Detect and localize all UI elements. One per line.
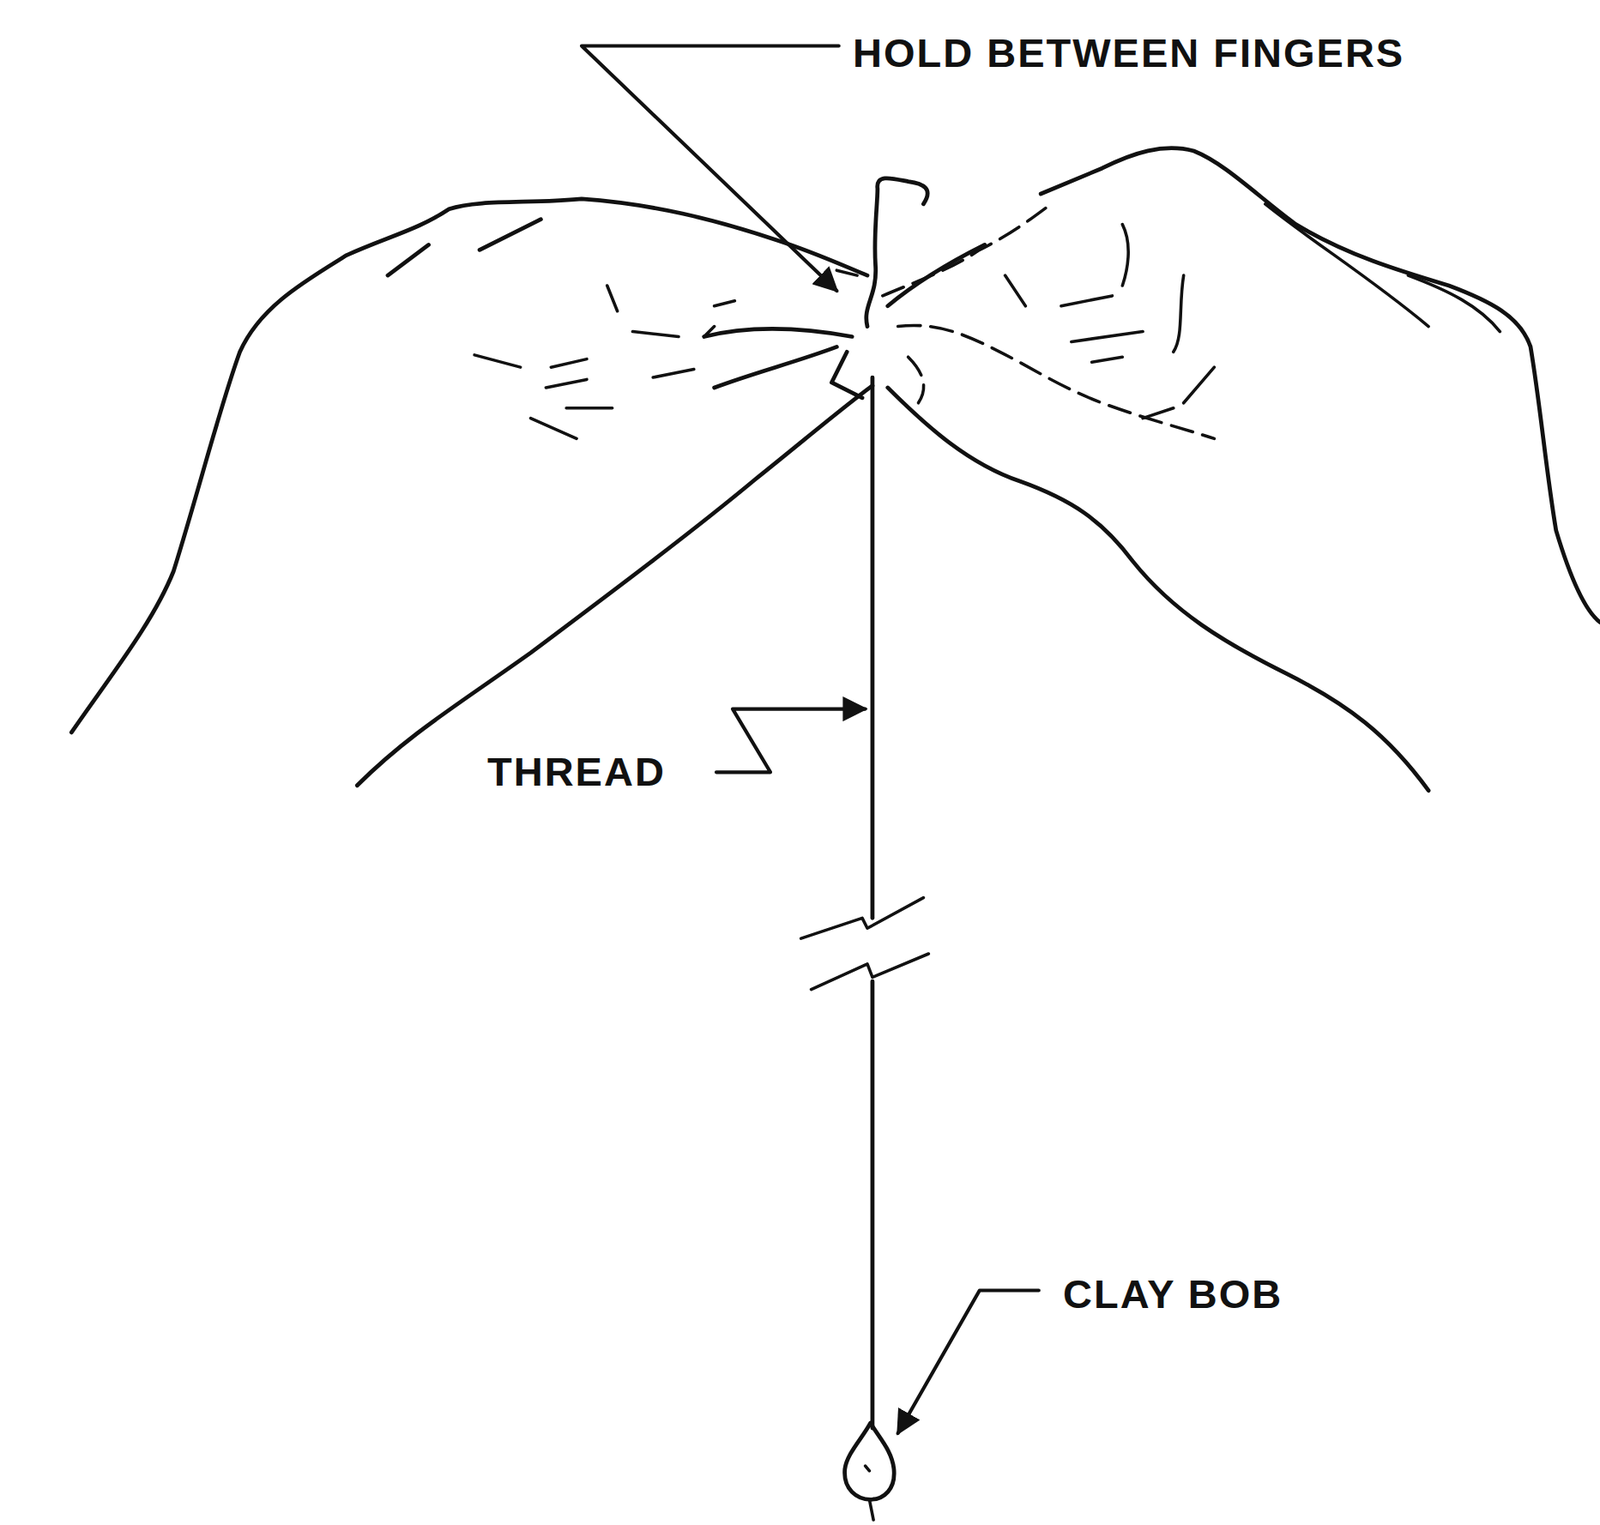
leader-line	[581, 46, 840, 291]
left-hand	[71, 199, 868, 733]
right-hand-upper	[887, 148, 1600, 623]
left-hand-creases	[474, 270, 858, 439]
right-hand-lines	[1005, 204, 1501, 419]
clay-bob-mark	[865, 1466, 875, 1521]
thread-lower	[870, 981, 876, 1429]
callout-label: THREAD	[483, 749, 670, 794]
leader-line	[716, 709, 866, 773]
callout-label: CLAY BOB	[1059, 1272, 1287, 1317]
callout-label: HOLD BETWEEN FINGERS	[849, 30, 1408, 75]
leader-line	[898, 1290, 1039, 1434]
right-hand	[887, 387, 1429, 791]
clay-bob	[845, 1423, 895, 1500]
thread-break	[801, 898, 930, 991]
left-hand-lower	[356, 386, 873, 786]
thread-end	[866, 178, 928, 327]
right-hand-creases	[882, 204, 1215, 440]
thread-upper	[870, 377, 876, 918]
